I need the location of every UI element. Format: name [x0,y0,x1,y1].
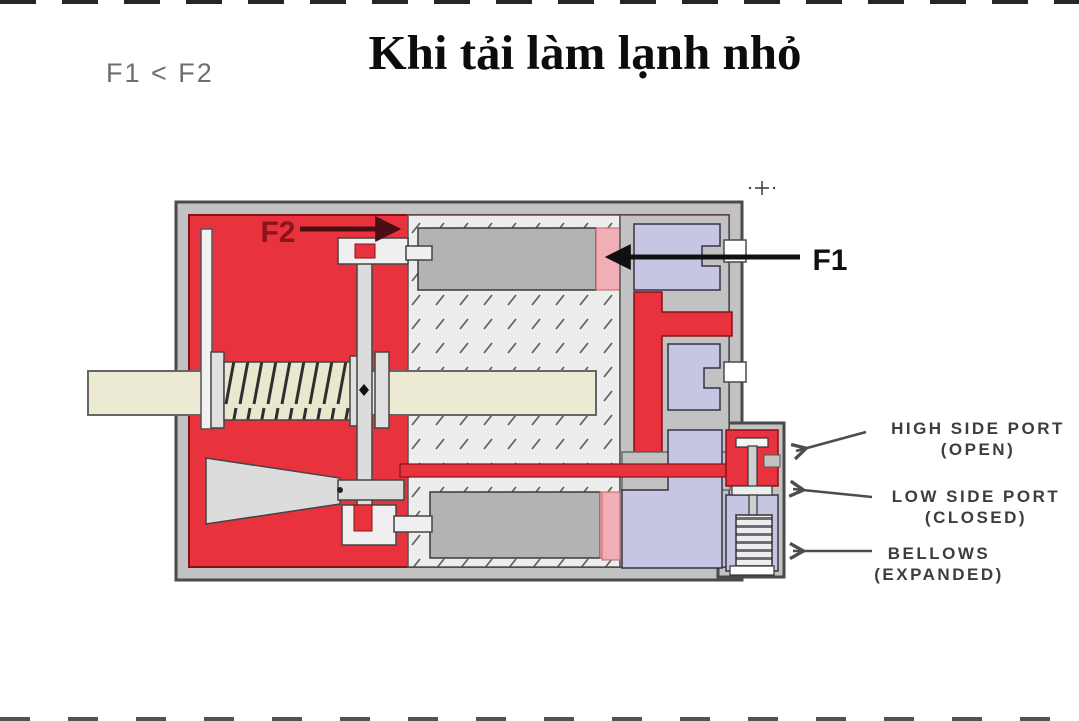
lever-arm-top [405,245,433,261]
seal-strip [601,491,621,561]
force-relation-text: F1 < F2 [106,58,214,88]
lever-washer [374,351,390,429]
lever-bracket-top-slot [354,243,376,259]
spring-washer-left [210,351,225,429]
f1-label: F1 [812,244,847,277]
return-spring [223,361,353,421]
annotation-high-side-port: HIGH SIDE PORT (OPEN) [878,418,1078,460]
piston-lower [429,491,601,559]
annotation-low-side-port: LOW SIDE PORT (CLOSED) [876,486,1076,528]
annotation-line: LOW SIDE PORT [891,487,1061,506]
valve-stem [747,445,758,491]
bellows [735,514,773,568]
low-pressure-chamber-mid [667,343,721,411]
lever-bracket-bottom-slot [353,504,373,532]
guide-rod [200,228,213,430]
casing-notch-mid [723,361,747,383]
annotation-line: (OPEN) [940,440,1016,459]
cone-pivot [337,487,343,493]
high-side-port-opening [763,454,781,468]
lever [356,249,373,513]
low-side-port-seat [731,485,773,496]
lever-arm-bottom [393,515,433,533]
high-side-port-pointer [796,430,867,451]
annotation-bellows: BELLOWS (EXPANDED) [858,543,1020,585]
annotation-line: BELLOWS [887,544,991,563]
refrigerant-channel [399,463,733,478]
cone-arm [337,479,405,501]
page-title: Khi tải làm lạnh nhỏ [368,25,802,80]
annotation-line: HIGH SIDE PORT [891,419,1065,438]
f2-label: F2 [260,216,295,249]
lever-pivot [359,384,369,396]
annotation-line: (CLOSED) [924,508,1028,527]
top-dashed-border [0,0,1079,4]
bottom-dashed-border [0,717,1079,721]
low-side-port-pointer [793,489,873,499]
bellows-stem [748,494,758,518]
bellows-base [729,565,775,576]
annotation-line: (EXPANDED) [874,565,1004,584]
piston-upper [417,227,597,291]
crosshair-cursor [748,181,776,195]
cone-follower [205,457,341,525]
